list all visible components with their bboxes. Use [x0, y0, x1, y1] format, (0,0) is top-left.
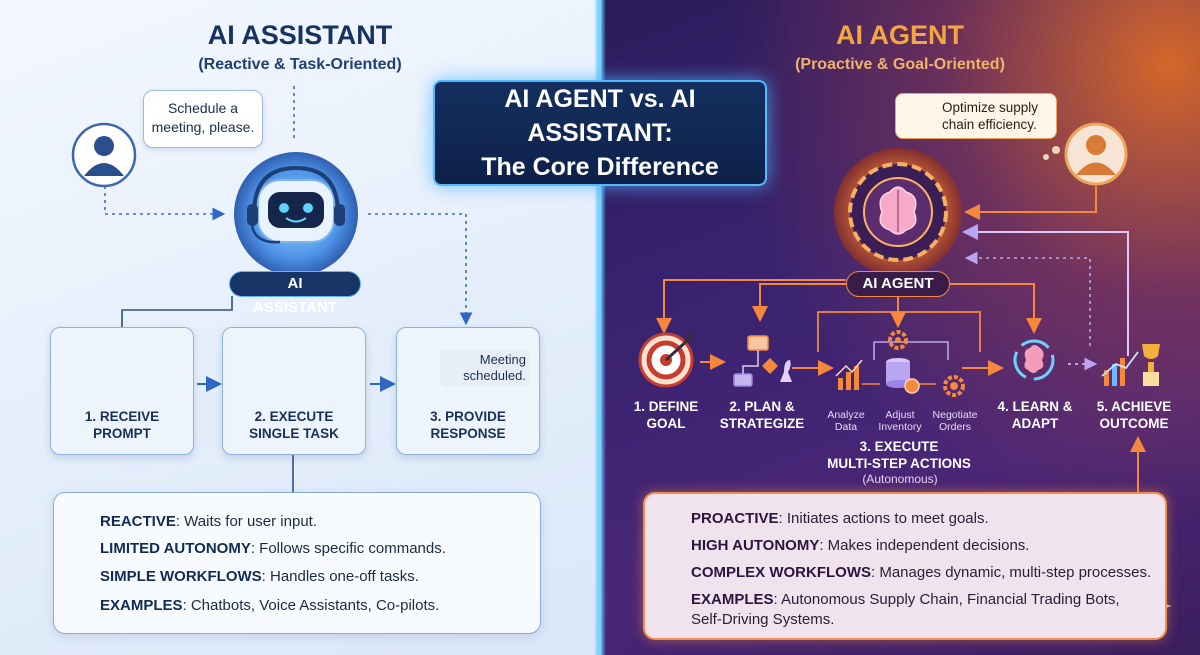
- cog-icon: [888, 330, 908, 350]
- agent-traits-box: PROACTIVE: Initiates actions to meet goa…: [643, 492, 1167, 640]
- user-goal-bubble: Optimize supply chain efficiency.: [895, 93, 1057, 139]
- main-title: AI AGENT vs. AI ASSISTANT: The Core Diff…: [433, 80, 767, 186]
- trait-row: LIMITED AUTONOMY: Follows specific comma…: [100, 540, 446, 557]
- user-request-bubble: Schedule a meeting, please.: [143, 90, 263, 148]
- database-gear-icon: [886, 358, 920, 394]
- step-receive-prompt: 1. RECEIVE PROMPT: [50, 327, 194, 455]
- main-title-line2: The Core Difference: [481, 153, 719, 181]
- agent-step-plan: 2. PLAN &STRATEGIZE: [719, 399, 805, 431]
- brain-gear-icon: [834, 148, 962, 276]
- trait-row: EXAMPLES: Autonomous Supply Chain, Finan…: [691, 591, 1120, 608]
- step-execute-task: 2. EXECUTE SINGLE TASK: [222, 327, 366, 455]
- agent-title: AI AGENT: [836, 20, 964, 50]
- trait-row: EXAMPLES: Chatbots, Voice Assistants, Co…: [100, 597, 440, 614]
- user-avatar-icon: [71, 122, 137, 188]
- cog-icon: [943, 375, 965, 397]
- assistant-node-label: AI ASSISTANT: [229, 271, 361, 316]
- assistant-subtitle: (Reactive & Task-Oriented): [198, 56, 402, 73]
- trait-row-continued: Self-Driving Systems.: [691, 611, 835, 628]
- bar-chart-icon: [835, 359, 863, 390]
- trait-row: SIMPLE WORKFLOWS: Handles one-off tasks.: [100, 568, 419, 585]
- flowchart-icon: [733, 335, 792, 387]
- target-icon: [638, 332, 696, 388]
- user-avatar-icon: [1064, 122, 1128, 186]
- step-label: 2. EXECUTE SINGLE TASK: [249, 409, 339, 441]
- assistant-title: AI ASSISTANT: [207, 20, 393, 50]
- agent-subtitle: (Proactive & Goal-Oriented): [795, 56, 1005, 73]
- execute-note: (Autonomous): [862, 472, 938, 486]
- trophy-icon: [1101, 344, 1160, 386]
- step-provide-response: 3. PROVIDE RESPONSE: [396, 327, 540, 455]
- assistant-traits-box: REACTIVE: Waits for user input. LIMITED …: [53, 492, 541, 634]
- brain-cycle-icon: [1013, 339, 1055, 381]
- trait-row: HIGH AUTONOMY: Makes independent decisio…: [691, 537, 1030, 554]
- step-label: 1. RECEIVE PROMPT: [84, 409, 160, 441]
- agent-step-learn: 4. LEARN &ADAPT: [997, 399, 1073, 431]
- trait-row: PROACTIVE: Initiates actions to meet goa…: [691, 510, 989, 527]
- robot-headset-icon: [234, 152, 358, 276]
- main-title-line1: AI AGENT vs. AI ASSISTANT:: [504, 85, 696, 147]
- response-text: Meeting scheduled.: [440, 350, 530, 386]
- step-label: 3. PROVIDE RESPONSE: [430, 409, 506, 441]
- trait-row: REACTIVE: Waits for user input.: [100, 513, 318, 530]
- trait-row: COMPLEX WORKFLOWS: Manages dynamic, mult…: [691, 564, 1152, 581]
- agent-node-label: AI AGENT: [846, 271, 950, 297]
